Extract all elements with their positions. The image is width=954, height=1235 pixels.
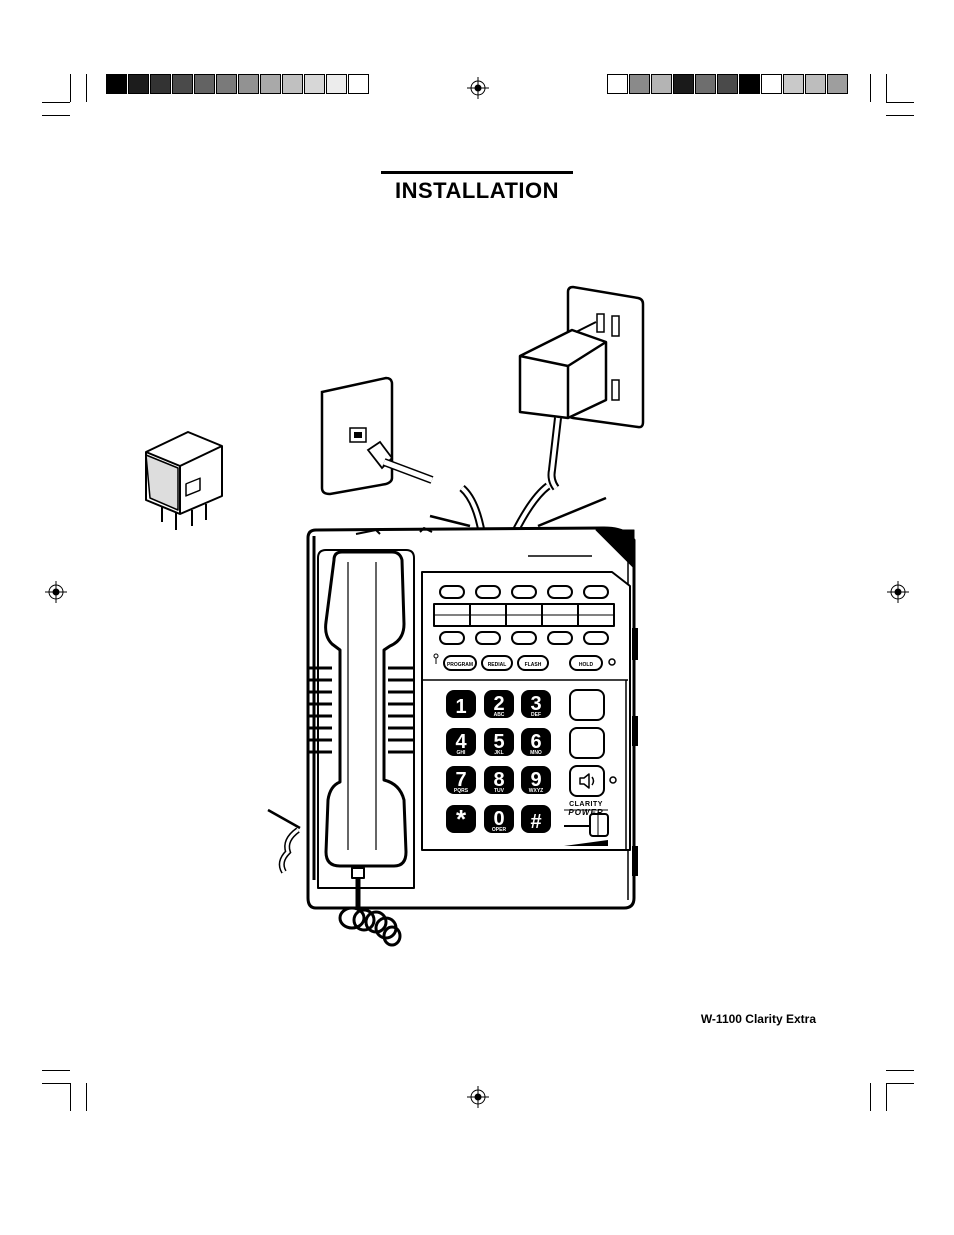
- grayscale-swatch: [695, 74, 716, 94]
- crop-mark: [870, 74, 871, 102]
- grayscale-swatch: [783, 74, 804, 94]
- program-button: [443, 655, 477, 671]
- grayscale-swatch: [673, 74, 694, 94]
- page-title: INSTALLATION: [394, 178, 560, 203]
- grayscale-swatch: [238, 74, 259, 94]
- keypad-letters: JKL: [494, 750, 503, 756]
- flash-button: [517, 655, 549, 671]
- crop-mark: [42, 1083, 70, 1084]
- keypad-digit: 2: [493, 693, 504, 715]
- grayscale-swatch: [717, 74, 738, 94]
- keypad-digit: #: [530, 811, 541, 833]
- grayscale-swatch: [629, 74, 650, 94]
- crop-mark: [42, 1070, 70, 1071]
- grayscale-swatch: [326, 74, 347, 94]
- keypad-letters: MNO: [530, 750, 542, 756]
- keypad-digit: 0: [493, 808, 504, 830]
- crop-mark: [886, 1083, 887, 1111]
- keypad-digit: 4: [455, 731, 467, 753]
- grayscale-swatch: [607, 74, 628, 94]
- crop-mark: [70, 74, 71, 102]
- grayscale-swatch: [260, 74, 281, 94]
- redial-button: [481, 655, 513, 671]
- keypad-letters: OPER: [492, 827, 507, 833]
- keypad-letters: WXYZ: [529, 788, 543, 794]
- keypad-digit: 3: [530, 693, 541, 715]
- crop-mark: [42, 102, 70, 103]
- brand-power-label: POWER: [568, 808, 603, 817]
- registration-target-icon: [467, 77, 489, 99]
- grayscale-swatch: [282, 74, 303, 94]
- grayscale-swatch: [150, 74, 171, 94]
- grayscale-swatch: [194, 74, 215, 94]
- telephone-icon: [306, 526, 638, 947]
- handset-icon: [324, 550, 408, 868]
- function-key-label: PROGRAM: [447, 662, 473, 668]
- crop-mark: [42, 115, 70, 116]
- keypad-letters: TUV: [494, 788, 505, 794]
- keypad-letters: ABC: [494, 712, 505, 718]
- brand-clarity-label: CLARITY: [569, 801, 603, 808]
- speaker-icon: [579, 773, 595, 789]
- grayscale-swatch: [348, 74, 369, 94]
- registration-target-icon: [887, 581, 909, 603]
- modular-jack-icon: [145, 431, 223, 530]
- keypad-digit: 8: [493, 769, 504, 791]
- grayscale-swatch: [761, 74, 782, 94]
- crop-mark: [870, 1083, 871, 1111]
- keypad-digit: 5: [493, 731, 504, 753]
- keypad-letters: GHI: [457, 750, 467, 756]
- keypad-letters: DEF: [531, 712, 541, 718]
- crop-mark: [886, 115, 914, 116]
- keypad-digit: *: [456, 804, 467, 834]
- crop-mark: [886, 1070, 914, 1071]
- grayscale-swatch: [827, 74, 848, 94]
- power-adapter-icon: [518, 321, 608, 491]
- grayscale-swatch: [739, 74, 760, 94]
- hold-button: [569, 655, 603, 671]
- grayscale-swatch: [805, 74, 826, 94]
- keypad-letters: PQRS: [454, 788, 469, 794]
- grayscale-swatch: [128, 74, 149, 94]
- grayscale-swatch: [106, 74, 127, 94]
- function-key-label: REDIAL: [488, 662, 507, 668]
- registration-target-icon: [467, 1086, 489, 1108]
- keypad-digit: 1: [455, 696, 466, 718]
- function-key-label: FLASH: [525, 662, 542, 668]
- keypad-digit: 9: [530, 769, 541, 791]
- crop-mark: [70, 1083, 71, 1111]
- keypad-digit: 7: [455, 769, 466, 791]
- keypad-digit: 6: [530, 731, 541, 753]
- grayscale-swatch: [304, 74, 325, 94]
- function-key-label: HOLD: [579, 662, 594, 668]
- crop-mark: [886, 74, 887, 102]
- crop-mark: [886, 1083, 914, 1084]
- crop-mark: [886, 102, 914, 103]
- wall-phone-jack-icon: [320, 376, 434, 496]
- model-name: W-1100 Clarity Extra: [700, 1012, 816, 1026]
- grayscale-swatch: [216, 74, 237, 94]
- grayscale-swatch: [651, 74, 672, 94]
- crop-mark: [86, 74, 87, 102]
- crop-mark: [86, 1083, 87, 1111]
- grayscale-swatch: [172, 74, 193, 94]
- registration-target-icon: [45, 581, 67, 603]
- title-rule: [381, 171, 573, 174]
